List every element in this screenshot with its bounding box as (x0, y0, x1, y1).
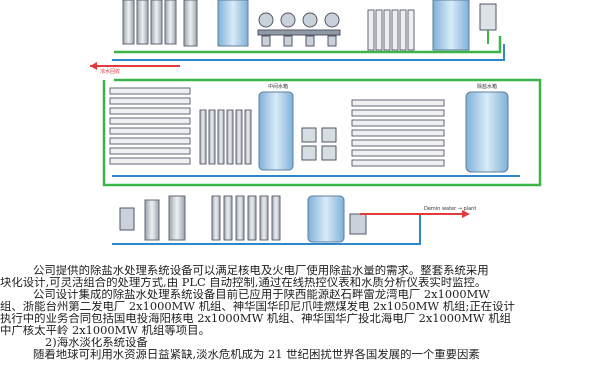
product-label: Demin water → plant (424, 206, 476, 212)
pump-manifold (257, 12, 341, 47)
paragraph-3-line-1: 随着地球可利用水资源日益紧缺,淡水危机成为 21 世纪困扰世界各国发展的一个重要… (33, 349, 480, 361)
tank-a-label: 中间水箱 (268, 83, 288, 90)
paragraph-1-line-1: 公司提供的除盐水处理系统设备可以满足核电及火电厂使用除盐水量的需求。整套系统采用 (33, 265, 489, 277)
row2-equipment: 中间水箱 除盐水箱 (109, 83, 509, 173)
ion-exchange-array (211, 195, 281, 241)
water-treatment-process-diagram: 浓水回收 中间水箱 除盐水箱 (90, 0, 542, 245)
cartridge-rack-left (109, 87, 191, 165)
paragraph-2-line-2: 组、浙能台州第二发电厂 2x1000MW 机组、神华国华印尼爪哇燃煤发电 2x1… (0, 301, 515, 313)
ro-membrane-rack (351, 99, 445, 167)
filter-array (199, 109, 252, 165)
uv-tubes (367, 9, 415, 51)
section-heading-desalination: 2)海水淡化系统设备 (45, 337, 148, 349)
tank-b-label: 除盐水箱 (477, 83, 497, 90)
paragraph-2-line-3: 执行中的业务合同包括国电投海阳核电 2x1000MW 机组、神华国华广投北海电厂… (0, 313, 512, 325)
recycle-label: 浓水回收 (100, 68, 120, 75)
paragraph-2-line-1: 公司设计集成的除盐水处理系统设备目前已应用于陕西能源赵石畔雷龙湾电厂 2x100… (33, 289, 490, 301)
paragraph-2-line-4: 中广核太平岭 2x1000MW 机组等项目。 (0, 325, 210, 337)
row3-equipment (119, 195, 367, 243)
paragraph-1-line-2: 块化设计,可灵活组合的处理方式,由 PLC 自动控制,通过在线热控仪表和水质分析… (0, 277, 487, 289)
pump-pair (301, 127, 337, 161)
dosing-unit (479, 3, 497, 44)
row1-equipment (122, 0, 497, 51)
